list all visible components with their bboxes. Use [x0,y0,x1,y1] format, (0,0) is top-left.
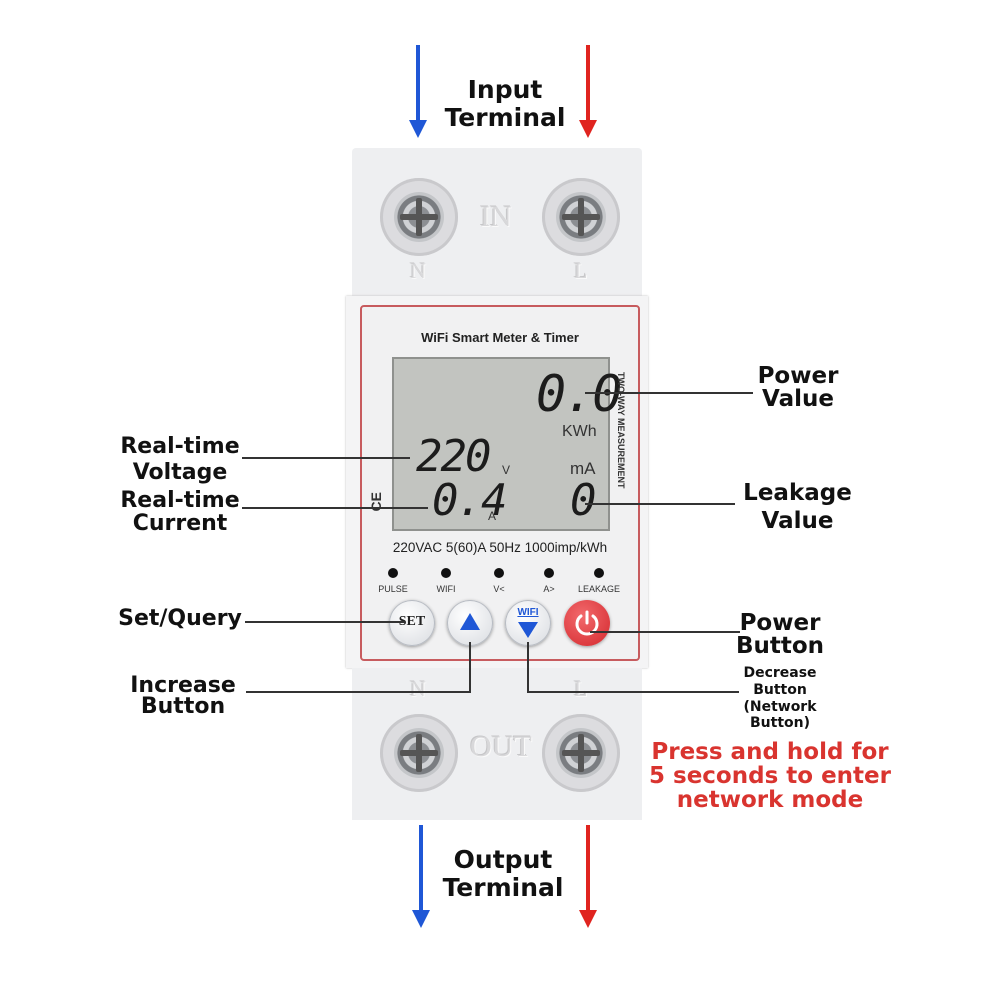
led-a [544,568,554,578]
power-value-label: Power Value [757,363,839,412]
led-label-pulse: PULSE [378,584,408,594]
led-label-leakage: LEAKAGE [577,584,621,594]
terminal-n-out [380,714,458,792]
leader-increase-vertical [469,642,471,692]
decrease-button-label: Decrease Button (Network Button) [743,665,817,732]
increase-button-label: Increase Button [130,673,236,719]
leader-decrease-vertical [527,642,529,692]
power-reading: 0.0 [536,365,622,423]
leader-voltage [242,457,410,459]
spec-line: 220VAC 5(60)A 50Hz 1000imp/kWh [392,540,608,555]
embossed-n-top: N [410,258,426,283]
input-neutral-arrow [416,45,420,123]
leader-current [242,507,428,509]
terminal-l-in [542,178,620,256]
led-leakage [594,568,604,578]
led-pulse [388,568,398,578]
current-unit: A [488,509,497,523]
input-neutral-arrow-head [409,120,427,138]
output-live-arrow [586,825,590,915]
down-triangle-icon [518,622,538,638]
led-label-v: V< [493,584,505,594]
network-mode-note: Press and hold for 5 seconds to enter ne… [649,739,891,814]
realtime-current-label: Real-time Current [120,488,240,537]
terminal-n-in [380,178,458,256]
output-neutral-arrow [419,825,423,915]
set-button-label: SET [398,614,426,629]
power-button-label: Power Button [735,610,825,659]
output-neutral-arrow-head [412,910,430,928]
leader-leakage [585,503,735,505]
leakage-reading: 0 [570,475,596,526]
input-live-arrow [586,45,590,123]
up-triangle-icon [460,613,480,630]
screw-icon [394,192,444,242]
increase-button[interactable] [447,600,493,646]
embossed-l-bottom: L [574,676,588,701]
voltage-reading: 220 [416,431,491,482]
realtime-voltage-label: Real-time Voltage [120,434,240,486]
terminal-l-out [542,714,620,792]
power-button[interactable] [564,600,610,646]
led-label-wifi: WIFI [436,584,456,594]
led-label-a: A> [543,584,555,594]
leader-increase [246,691,471,693]
led-wifi [441,568,451,578]
screw-icon [394,728,444,778]
leader-power-value [585,392,753,394]
embossed-n-bottom: N [410,676,426,701]
set-button[interactable]: SET [389,600,435,646]
voltage-unit: V [502,463,511,477]
embossed-l-top: L [574,258,588,283]
screw-icon [556,728,606,778]
embossed-in: IN [480,200,512,233]
leakage-value-label: Leakage Value [743,480,852,534]
panel-title: WiFi Smart Meter & Timer [421,330,579,345]
embossed-out: OUT [470,730,532,763]
power-unit: KWh [562,423,597,440]
two-way-measurement-text: TWO-WAY MEASUREMENT [616,372,626,489]
output-terminal-label: Output Terminal [442,845,564,902]
led-v [494,568,504,578]
set-query-label: Set/Query [118,606,242,631]
leader-decrease [527,691,739,693]
leakage-unit: mA [570,459,596,478]
decrease-button[interactable]: WIFI [505,600,551,646]
output-live-arrow-head [579,910,597,928]
leader-set [245,621,405,623]
input-terminal-label: Input Terminal [444,75,566,132]
leader-power-button [590,631,740,633]
screw-icon [556,192,606,242]
current-reading: 0.4 [432,475,507,526]
power-icon [575,610,599,636]
wifi-button-label: WIFI [517,607,539,618]
input-live-arrow-head [579,120,597,138]
lcd-display: 0.0 KWh 220 V mA 0.4 A 0 [392,357,622,531]
